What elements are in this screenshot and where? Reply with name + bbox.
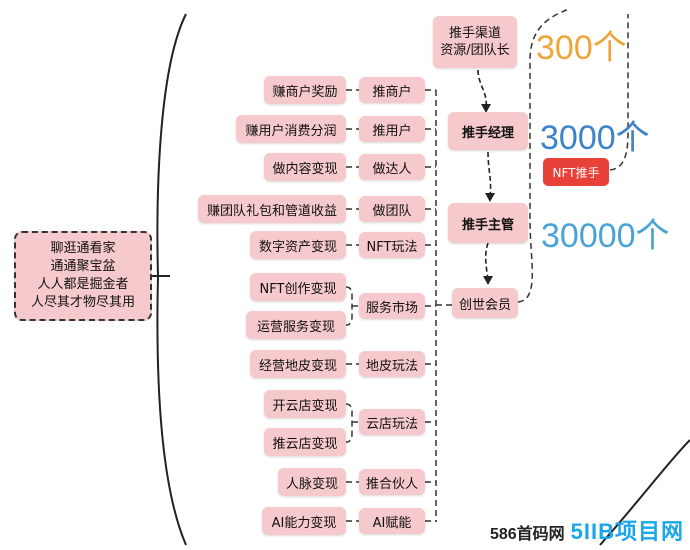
root-line: 聊逛通看家	[50, 241, 116, 256]
category-node: 云店玩法	[359, 409, 425, 435]
founder-node: 创世会员	[452, 288, 518, 318]
root-line: 通通聚宝盆	[50, 259, 116, 274]
channel-node: 推手渠道 资源/团队长	[433, 16, 517, 68]
root-node: 聊逛通看家 通通聚宝盆 人人都是掘金者 人尽其才物尽其用	[14, 231, 152, 321]
item-node: 推云店变现	[264, 428, 346, 456]
category-node: 做团队	[359, 196, 425, 222]
count-30000: 30000个	[541, 217, 670, 255]
arrow-manager-supervisor	[487, 151, 492, 197]
item-node: 人脉变现	[278, 468, 346, 496]
category-node: 推商户	[359, 77, 425, 103]
category-node: 地皮玩法	[359, 351, 425, 377]
item-node: AI能力变现	[262, 507, 346, 535]
watermark-text: 586首码网	[489, 526, 565, 543]
category-node: 服务市场	[359, 293, 425, 319]
loop-nft	[609, 14, 629, 171]
supervisor-node: 推手主管	[448, 203, 528, 243]
item-node: 赚商户奖励	[264, 76, 346, 104]
item-bracket	[345, 403, 359, 443]
count-300: 300个	[536, 29, 627, 67]
category-node: NFT玩法	[359, 232, 425, 258]
item-node: 赚团队礼包和管道收益	[198, 195, 346, 223]
item-node: 做内容变现	[264, 153, 346, 181]
category-node: AI赋能	[359, 508, 425, 534]
item-node: 经营地皮变现	[250, 350, 346, 378]
root-line: 人人都是掘金者	[37, 277, 129, 292]
category-node: 做达人	[359, 154, 425, 180]
root-line: 人尽其才物尽其用	[30, 295, 135, 310]
manager-node: 推手经理	[448, 112, 528, 150]
nft-pusher-badge: NFT推手	[543, 158, 609, 186]
watermark: 586首码网 5IIB项目网	[490, 514, 684, 546]
left-bracket	[156, 13, 187, 546]
item-bracket	[345, 286, 359, 326]
item-node: 开云店变现	[264, 390, 346, 418]
watermark-logo-text: 5IIB项目网	[570, 519, 684, 544]
corner-curve	[599, 439, 690, 546]
item-node: 运营服务变现	[246, 311, 346, 339]
count-3000: 3000个	[540, 119, 650, 157]
item-node: NFT创作变现	[250, 273, 346, 301]
category-node: 推合伙人	[359, 469, 425, 495]
arrow-channel-manager	[477, 69, 488, 109]
loop-founder	[517, 7, 571, 303]
channel-line: 推手渠道	[448, 26, 501, 41]
arrow-supervisor-founder	[484, 242, 489, 281]
channel-line: 资源/团队长	[440, 43, 510, 58]
item-node: 数字资产变现	[250, 231, 346, 259]
item-node: 赚用户消费分润	[236, 115, 346, 143]
category-node: 推用户	[359, 116, 425, 142]
